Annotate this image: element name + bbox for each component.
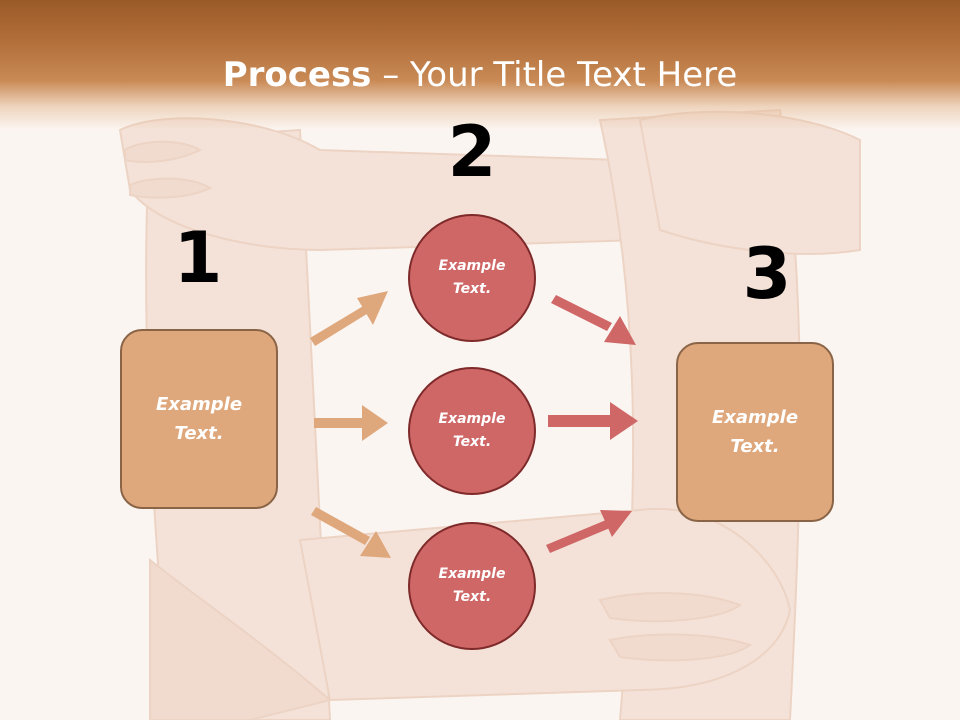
circle-bottom-text: Example Text.: [417, 563, 527, 609]
right-box-line-1: Example: [711, 407, 799, 428]
arrows-right-group: [546, 295, 638, 553]
arrow-right-middle: [548, 402, 638, 440]
left-box-line-2: Text.: [174, 423, 224, 444]
circle-middle-line-2: Text.: [452, 434, 492, 450]
arrow-left-middle: [314, 405, 388, 441]
circle-middle-text: Example Text.: [417, 408, 527, 454]
circle-top: Example Text.: [408, 214, 536, 342]
title-rest-part: – Your Title Text Here: [371, 55, 738, 95]
arrows-left-group: [310, 291, 391, 558]
arrow-left-down: [311, 507, 391, 558]
title-bold-part: Process: [222, 55, 372, 95]
left-box-line-1: Example: [155, 394, 243, 415]
arrow-right-up: [551, 295, 636, 345]
slide-title: Process – Your Title Text Here: [0, 52, 960, 98]
left-step-box: Example Text.: [120, 329, 278, 509]
step-number-3: 3: [742, 233, 792, 315]
circle-top-line-2: Text.: [452, 281, 492, 297]
circle-bottom-line-1: Example: [438, 566, 506, 582]
title-banner: [0, 0, 960, 130]
circle-middle: Example Text.: [408, 367, 536, 495]
circle-top-line-1: Example: [438, 258, 506, 274]
circle-bottom: Example Text.: [408, 522, 536, 650]
step-number-2: 2: [447, 111, 497, 193]
right-step-box: Example Text.: [676, 342, 834, 522]
arrow-left-up: [310, 291, 388, 346]
circle-top-text: Example Text.: [417, 255, 527, 301]
step-number-1: 1: [173, 217, 223, 299]
right-box-text: Example Text.: [690, 403, 820, 461]
left-box-text: Example Text.: [134, 390, 264, 448]
circle-bottom-line-2: Text.: [452, 589, 492, 605]
arrow-right-down: [546, 510, 632, 553]
right-box-line-2: Text.: [730, 436, 780, 457]
circle-middle-line-1: Example: [438, 411, 506, 427]
